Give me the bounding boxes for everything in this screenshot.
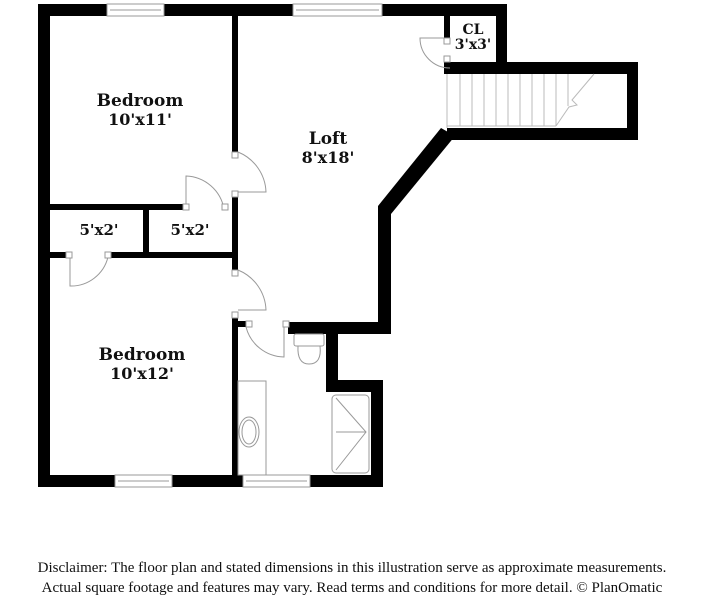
- wall-interior-mid: [232, 197, 238, 270]
- room-dimensions: 5'x2': [170, 221, 210, 239]
- room-dimensions: 3'x3': [454, 37, 492, 54]
- wall-stair-bottom: [447, 128, 638, 140]
- vanity: [237, 380, 267, 476]
- wall-bath-right: [371, 380, 383, 487]
- room-label-bedroom-1: Bedroom 10'x11': [70, 92, 210, 128]
- floor-plan: [38, 3, 638, 488]
- room-dimensions: 10'x11': [108, 109, 172, 129]
- disclaimer-line-1: Disclaimer: The floor plan and stated di…: [37, 560, 667, 576]
- wall-diagonal: [378, 128, 455, 214]
- wall-loft-right: [378, 206, 391, 334]
- wall-closet-left-top: [444, 16, 450, 38]
- room-name: Loft: [308, 129, 348, 149]
- wall-bath-top: [288, 322, 391, 334]
- room-dimensions: 5'x2': [79, 221, 119, 239]
- wall-closets-bottom: [110, 252, 238, 258]
- windows: [106, 3, 383, 488]
- room-name: Bedroom: [98, 345, 186, 365]
- wall-left-outer: [38, 4, 50, 487]
- shower: [331, 394, 370, 474]
- disclaimer: Disclaimer: The floor plan and stated di…: [0, 558, 704, 598]
- wall-interior-lower: [232, 318, 238, 478]
- wall-closets-divider: [143, 204, 149, 257]
- room-label-bedroom-2: Bedroom 10'x12': [72, 346, 212, 382]
- doors: [65, 37, 451, 358]
- toilet-tank: [293, 333, 325, 347]
- toilet-bowl: [297, 345, 321, 365]
- room-label-loft: Loft 8'x18': [268, 130, 388, 166]
- wall-notch: [326, 322, 338, 392]
- room-dimensions: 10'x12': [110, 363, 174, 383]
- room-dimensions: 8'x18': [301, 147, 355, 167]
- disclaimer-line-2: Actual square footage and features may v…: [41, 580, 663, 596]
- bathroom-fixtures: [237, 333, 370, 476]
- room-label-closet-right: 5'x2': [149, 222, 231, 239]
- room-label-closet: CL 3'x3': [450, 22, 496, 54]
- room-label-closet-left: 5'x2': [56, 222, 142, 239]
- wall-closets-top: [50, 204, 184, 210]
- walls: [38, 4, 638, 487]
- wall-closet-right: [496, 4, 507, 74]
- room-name: CL: [462, 22, 484, 38]
- wall-notch-bottom: [326, 380, 383, 392]
- wall-bottom-outer: [38, 475, 383, 487]
- wall-interior-upper: [232, 16, 238, 152]
- stairs: [446, 73, 595, 128]
- wall-stair-right: [627, 62, 638, 140]
- wall-stair-top: [444, 62, 638, 74]
- room-name: Bedroom: [96, 91, 184, 111]
- sink: [238, 416, 260, 448]
